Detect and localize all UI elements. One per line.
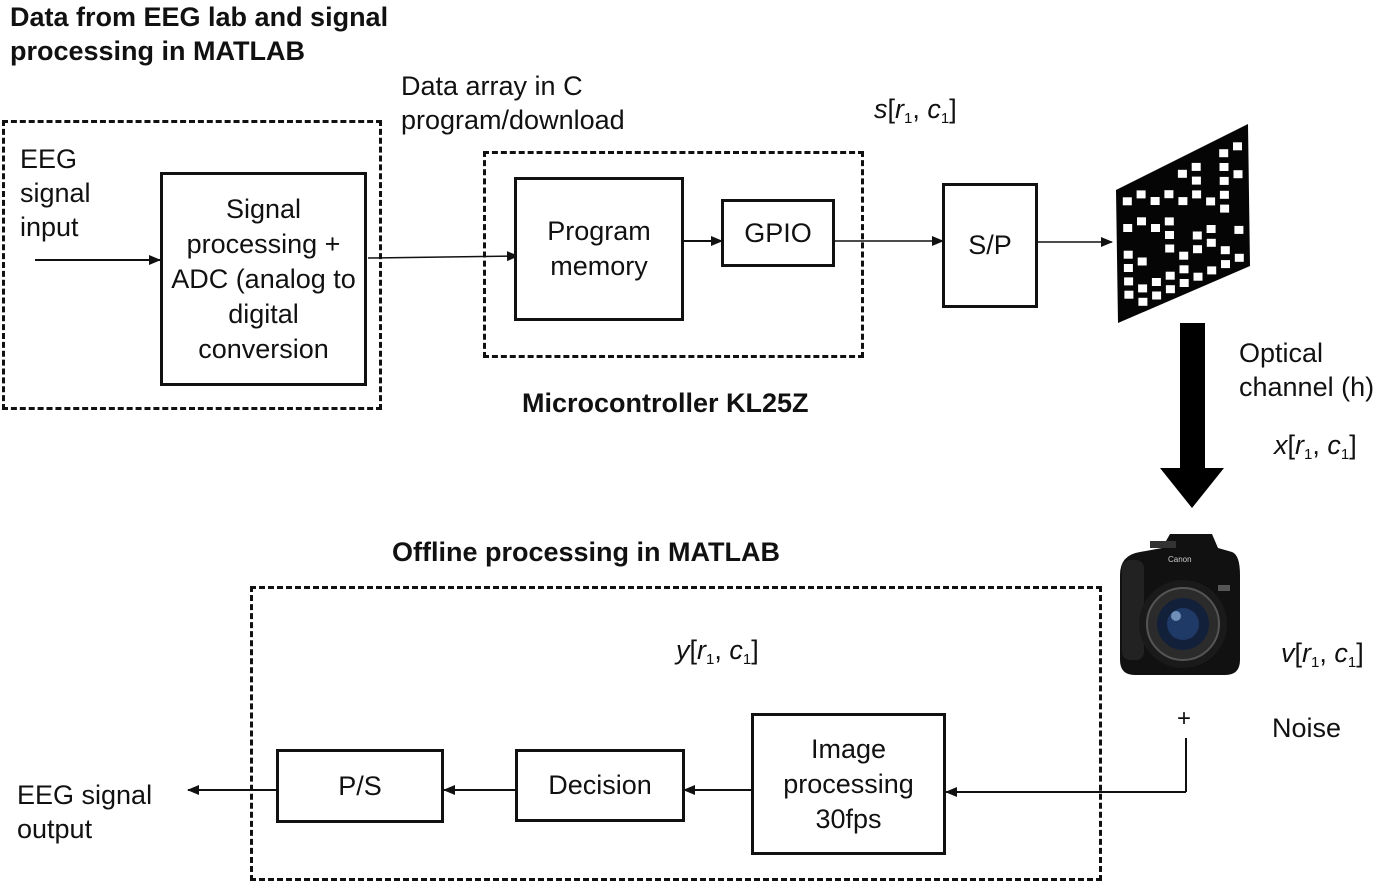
led-cell	[1123, 224, 1133, 232]
led-cell	[1206, 197, 1216, 206]
led-cell	[1221, 260, 1230, 269]
gpio-block: GPIO	[721, 199, 835, 267]
led-cell	[1137, 217, 1146, 226]
program-memory-block: Program memory	[514, 177, 684, 321]
signal-s-label: s[r1, c1]	[874, 94, 957, 127]
led-cell	[1123, 250, 1133, 259]
optical-channel-arrow	[1160, 323, 1224, 508]
led-cell	[1206, 225, 1216, 233]
led-cell	[1177, 169, 1187, 178]
led-cell	[1179, 251, 1189, 260]
led-cell	[1193, 272, 1203, 281]
image-processing-block: Image processing 30fps	[751, 713, 946, 855]
led-cell	[1124, 277, 1134, 286]
signal-processing-block: Signal processing + ADC (analog to digit…	[160, 172, 367, 386]
led-cell	[1138, 297, 1148, 306]
led-cell	[1151, 224, 1160, 232]
led-cell	[1150, 197, 1160, 205]
led-cell	[1219, 163, 1229, 171]
decision-block: Decision	[515, 749, 685, 822]
led-cell	[1233, 142, 1242, 151]
led-cell	[1123, 264, 1133, 272]
program-memory-label: Program memory	[547, 216, 651, 281]
led-cell	[1234, 225, 1244, 234]
led-cell	[1234, 253, 1244, 262]
led-cell	[1165, 285, 1175, 294]
led-cell	[1220, 246, 1230, 255]
led-cell	[1165, 231, 1174, 239]
led-cell	[1219, 149, 1229, 158]
camera-brand: Canon	[1168, 555, 1192, 564]
image-processing-label: Image processing 30fps	[783, 733, 914, 834]
led-cell	[1164, 190, 1174, 199]
led-cell	[1164, 217, 1174, 226]
led-cell	[1151, 278, 1161, 286]
led-cell	[1165, 244, 1175, 253]
led-cell	[1136, 190, 1146, 199]
offline-processing-heading: Offline processing in MATLAB	[392, 537, 781, 567]
led-cell	[1207, 266, 1217, 275]
led-cell	[1179, 265, 1189, 274]
signal-processing-label: Signal processing + ADC (analog to digit…	[171, 193, 356, 364]
signal-v-label: v[r1, c1]	[1281, 638, 1364, 671]
sp-block: S/P	[942, 183, 1038, 308]
led-cell	[1179, 279, 1189, 287]
led-cell	[1219, 190, 1229, 199]
eeg-lab-heading: Data from EEG lab and signal processing …	[10, 2, 389, 66]
led-cell	[1220, 204, 1230, 213]
offline-processing-group	[250, 586, 1102, 881]
led-cell	[1193, 245, 1202, 254]
led-cell	[1206, 238, 1216, 247]
led-cell	[1124, 290, 1134, 299]
plus-sign: +	[1177, 705, 1192, 732]
led-cell	[1191, 162, 1201, 171]
led-cell	[1178, 197, 1188, 206]
led-cell	[1137, 257, 1147, 266]
microcontroller-heading: Microcontroller KL25Z	[522, 388, 809, 418]
signal-x-label: x[r1, c1]	[1274, 430, 1357, 463]
led-cell	[1165, 271, 1175, 280]
led-cell	[1122, 197, 1132, 206]
decision-label: Decision	[548, 770, 652, 800]
ps-block: P/S	[276, 749, 444, 823]
led-cell	[1219, 176, 1229, 185]
camera-icon: Canon	[1120, 534, 1240, 675]
led-cell	[1192, 231, 1202, 240]
led-cell	[1152, 291, 1162, 300]
signal-y-label: y[r1, c1]	[676, 635, 759, 668]
optical-channel-label: Optical channel (h)	[1239, 338, 1375, 402]
arrow-signal-to-program-memory	[367, 251, 519, 262]
led-cell	[1138, 284, 1148, 293]
led-cell	[1192, 190, 1202, 199]
eeg-output-label: EEG signal output	[17, 780, 153, 844]
microcontroller-group	[483, 151, 864, 358]
led-cell	[1191, 176, 1201, 185]
ps-label: P/S	[338, 770, 382, 801]
gpio-label: GPIO	[744, 217, 812, 248]
led-cell	[1233, 170, 1243, 179]
data-array-label: Data array in C program/download	[401, 71, 625, 135]
led-matrix-icon	[1116, 124, 1250, 323]
noise-label: Noise	[1272, 713, 1342, 743]
eeg-lab-group	[2, 120, 382, 410]
sp-label: S/P	[968, 230, 1012, 260]
eeg-input-label: EEG signal input	[20, 144, 91, 242]
